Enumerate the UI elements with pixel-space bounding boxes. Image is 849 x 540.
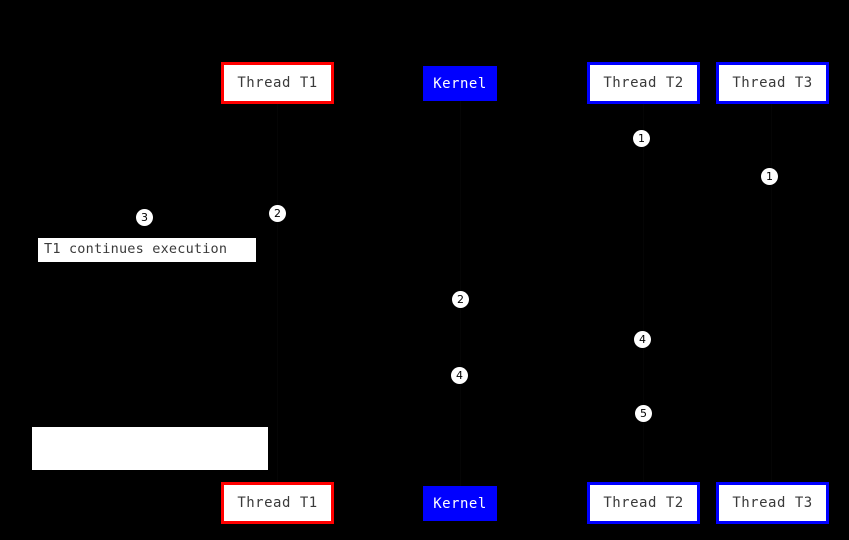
- step-badge-1-t2[interactable]: 1: [633, 130, 650, 147]
- note-blank-box: [32, 427, 268, 470]
- participant-label-thread-t2: Thread T2: [603, 75, 684, 91]
- step-badge-3-t1[interactable]: 3: [136, 209, 153, 226]
- participant-foot-thread-t3[interactable]: Thread T3: [716, 482, 829, 524]
- participant-foot-label-thread-t1: Thread T1: [237, 495, 318, 511]
- participant-foot-thread-t2[interactable]: Thread T2: [587, 482, 700, 524]
- participant-label-kernel: Kernel: [433, 75, 487, 92]
- participant-foot-label-thread-t2: Thread T2: [603, 495, 684, 511]
- note-text-t1-continues: T1 continues execution: [44, 241, 228, 258]
- step-badge-2-t1[interactable]: 2: [269, 205, 286, 222]
- participant-foot-thread-t1[interactable]: Thread T1: [221, 482, 334, 524]
- lifeline-t1: [277, 104, 278, 482]
- note-t1-continues-execution: T1 continues execution: [37, 237, 257, 263]
- participant-label-thread-t3: Thread T3: [732, 75, 813, 91]
- participant-label-thread-t1: Thread T1: [237, 75, 318, 91]
- step-badge-5-t2[interactable]: 5: [635, 405, 652, 422]
- participant-foot-kernel[interactable]: Kernel: [423, 486, 497, 521]
- participant-head-thread-t2[interactable]: Thread T2: [587, 62, 700, 104]
- participant-head-kernel[interactable]: Kernel: [423, 66, 497, 101]
- step-badge-4-kernel[interactable]: 4: [451, 367, 468, 384]
- participant-head-thread-t1[interactable]: Thread T1: [221, 62, 334, 104]
- step-badge-2-kernel[interactable]: 2: [452, 291, 469, 308]
- lifeline-t3: [771, 104, 772, 482]
- step-badge-4-t2[interactable]: 4: [634, 331, 651, 348]
- step-badge-1-t3[interactable]: 1: [761, 168, 778, 185]
- participant-foot-label-kernel: Kernel: [433, 495, 487, 512]
- participant-head-thread-t3[interactable]: Thread T3: [716, 62, 829, 104]
- lifeline-t2: [643, 104, 644, 482]
- participant-foot-label-thread-t3: Thread T3: [732, 495, 813, 511]
